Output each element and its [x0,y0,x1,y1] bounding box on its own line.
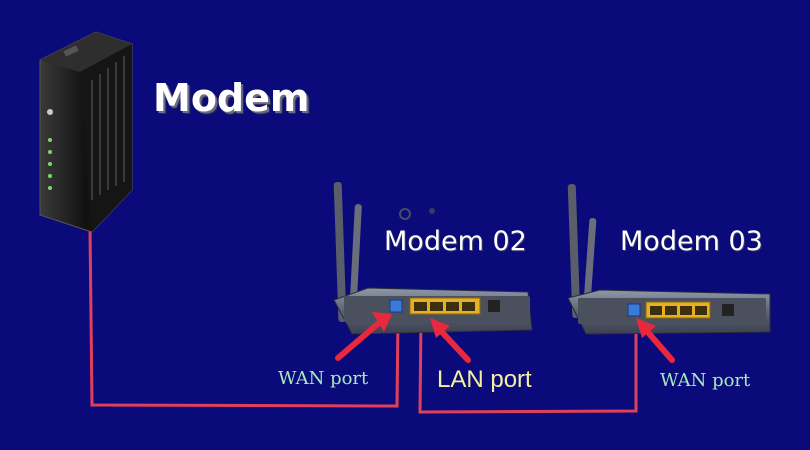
router-2-lan-ports [645,301,711,319]
router-1-lan-ports [409,297,481,315]
arrow-wan-port-2-icon [636,318,675,363]
cable-router-to-router [418,317,638,414]
router-1-wan-port [389,299,403,313]
wan-port-2-label: WAN port [660,370,751,391]
modem-device [39,31,133,233]
cable-modem-to-router [88,227,400,408]
modem-status-lights [48,138,52,190]
arrow-lan-port-icon [430,318,471,363]
modem-vent-slots [91,56,125,200]
arrow-wan-port-1-icon [335,312,392,361]
modem-logo-icon [47,109,53,115]
router-1-label: Modem 02 [384,226,527,257]
router-1-device [333,182,533,335]
wan-port-1-label: WAN port [278,368,369,389]
router-2-label: Modem 03 [620,226,763,257]
router-2-device [567,184,771,335]
lan-port-label: LAN port [437,366,532,393]
router-2-wan-port [627,303,641,317]
modem-label: Modem [153,76,310,120]
